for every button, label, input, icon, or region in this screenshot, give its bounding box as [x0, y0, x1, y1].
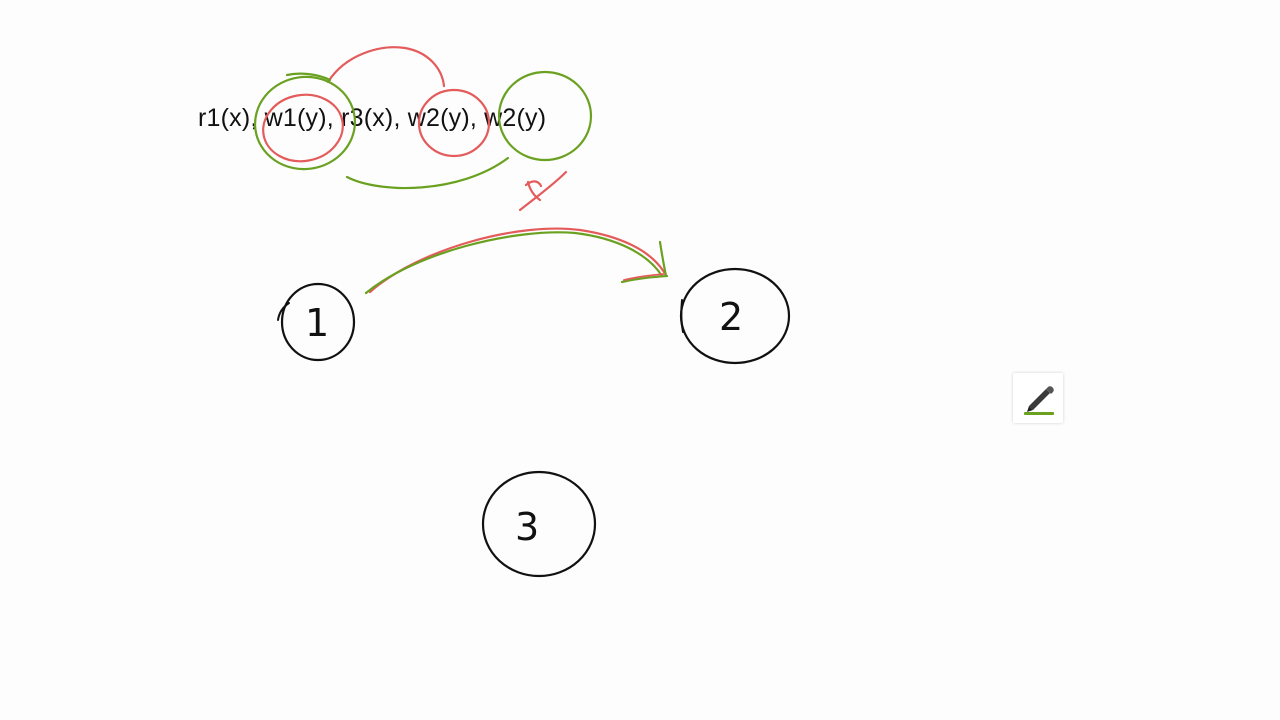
green-circle-w2-last [497, 70, 593, 162]
node-3-label: 3 [515, 505, 539, 549]
red-x-mark [518, 170, 568, 212]
node-2-label: 2 [719, 295, 743, 339]
red-circle-w2 [417, 88, 491, 158]
red-arrow-1-2 [368, 227, 666, 294]
graph-node-3: 3 [481, 470, 597, 578]
pen-icon [1024, 386, 1054, 415]
green-bottom-arc [345, 156, 510, 190]
green-arrow-1-2 [364, 231, 664, 295]
red-circle-w1 [262, 93, 344, 163]
red-arc-w1-w2 [326, 46, 446, 88]
pen-tool-button[interactable] [1013, 373, 1063, 423]
node-1-label: 1 [305, 301, 329, 345]
graph-node-1: 1 [277, 282, 356, 362]
green-tick [285, 72, 332, 82]
green-circle-w1 [253, 75, 357, 171]
arrow-head [620, 240, 669, 284]
graph-node-2: 2 [679, 267, 791, 365]
arrow-head-red [623, 273, 665, 281]
